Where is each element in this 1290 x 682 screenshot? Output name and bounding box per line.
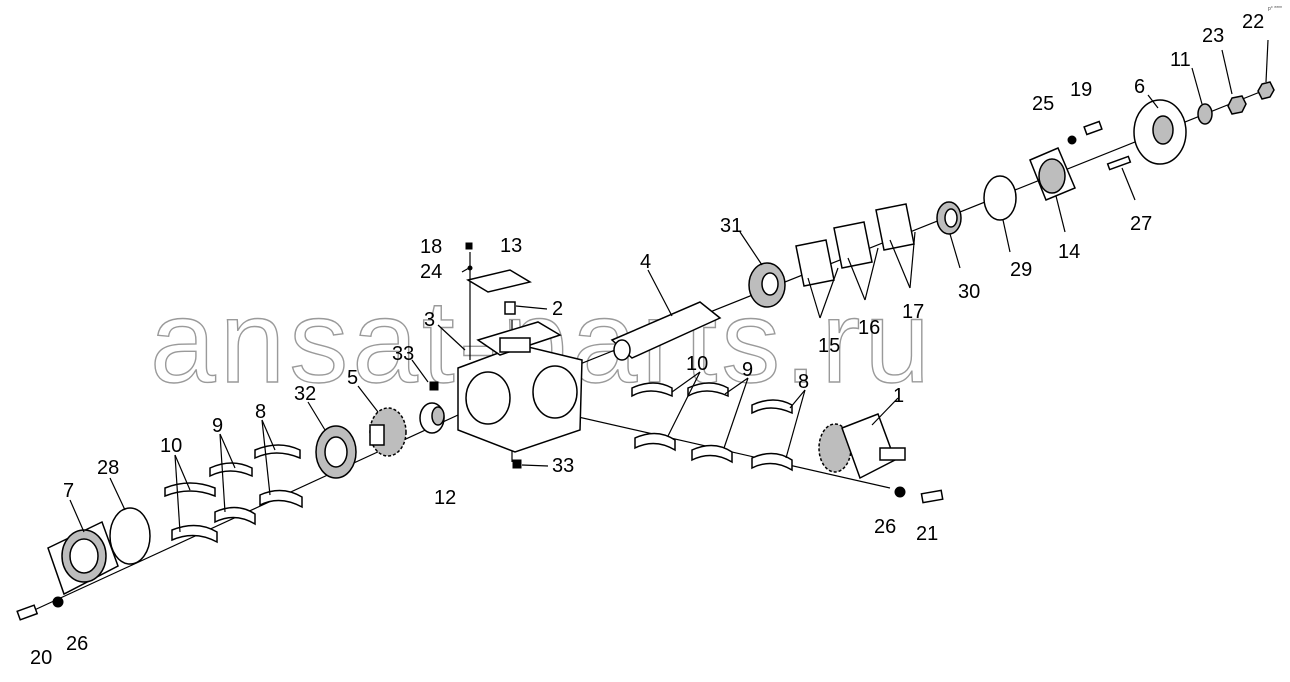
part-7-end-cover (47, 520, 119, 596)
label-7: 7 (63, 480, 74, 502)
label-23: 23 (1202, 25, 1224, 47)
label-8-right: 8 (798, 371, 809, 393)
label-29: 29 (1010, 259, 1032, 281)
part-2-plug (504, 301, 516, 315)
part-6-flange-hub (1133, 99, 1187, 165)
part-33-plug-lower (512, 459, 522, 469)
label-12: 12 (434, 487, 456, 509)
part-21-bolt (920, 489, 944, 504)
label-20: 20 (30, 647, 52, 669)
shims-left (164, 444, 303, 544)
label-21: 21 (916, 523, 938, 545)
label-4: 4 (640, 251, 651, 273)
label-30: 30 (958, 281, 980, 303)
label-13: 13 (500, 235, 522, 257)
label-9-right: 9 (742, 359, 753, 381)
label-6: 6 (1134, 76, 1145, 98)
part-30-seal (936, 201, 962, 235)
label-1: 1 (893, 385, 904, 407)
part-25-washer (1067, 135, 1077, 145)
part-32-bearing (315, 425, 357, 479)
part-4-shaft (610, 301, 722, 361)
part-33-plug-upper (429, 381, 439, 391)
label-25: 25 (1032, 93, 1054, 115)
label-9-left: 9 (212, 415, 223, 437)
label-26-left: 26 (66, 633, 88, 655)
part-26-washer-left (52, 596, 64, 608)
label-27: 27 (1130, 213, 1152, 235)
leader-lines (69, 39, 1269, 533)
part-26-washer-right (894, 486, 906, 498)
shims-right-upper (795, 203, 915, 287)
label-31: 31 (720, 215, 742, 237)
label-24: 24 (420, 261, 442, 283)
label-16: 16 (858, 317, 880, 339)
part-28-o-ring (109, 507, 151, 565)
shims-right-lower (631, 382, 793, 472)
label-10-right: 10 (686, 353, 708, 375)
part-23-nut (1227, 95, 1247, 115)
part-18-screw (465, 242, 473, 250)
part-27-key (1106, 155, 1132, 171)
label-14: 14 (1058, 241, 1080, 263)
label-19: 19 (1070, 79, 1092, 101)
part-3-housing (457, 321, 583, 453)
label-8-left: 8 (255, 401, 266, 423)
label-3: 3 (424, 309, 435, 331)
part-14-flange (1029, 147, 1076, 201)
part-12-sleeve (419, 402, 445, 434)
label-32: 32 (294, 383, 316, 405)
part-labels: 1 2 3 4 5 6 7 8 8 9 9 10 10 11 12 13 14 … (30, 11, 1264, 669)
label-33-lower: 33 (552, 455, 574, 477)
label-15: 15 (818, 335, 840, 357)
part-19-bolt (1083, 120, 1103, 136)
part-1-pinion-assembly (818, 413, 906, 480)
label-5: 5 (347, 367, 358, 389)
label-17: 17 (902, 301, 924, 323)
reference-code: p° **** (1268, 6, 1282, 12)
part-5-gear (369, 407, 407, 457)
label-11: 11 (1170, 49, 1191, 71)
label-33-upper: 33 (392, 343, 414, 365)
part-11-washer (1197, 103, 1213, 125)
part-20-bolt (16, 604, 39, 621)
label-18: 18 (420, 236, 442, 258)
label-10-left: 10 (160, 435, 182, 457)
part-13-top-cover (466, 269, 532, 293)
label-26-right: 26 (874, 516, 896, 538)
part-29-o-ring (983, 175, 1017, 221)
label-28: 28 (97, 457, 119, 479)
label-2: 2 (552, 298, 563, 320)
part-31-bearing (748, 262, 786, 308)
part-22-cap (1257, 81, 1275, 100)
label-22: 22 (1242, 11, 1264, 33)
